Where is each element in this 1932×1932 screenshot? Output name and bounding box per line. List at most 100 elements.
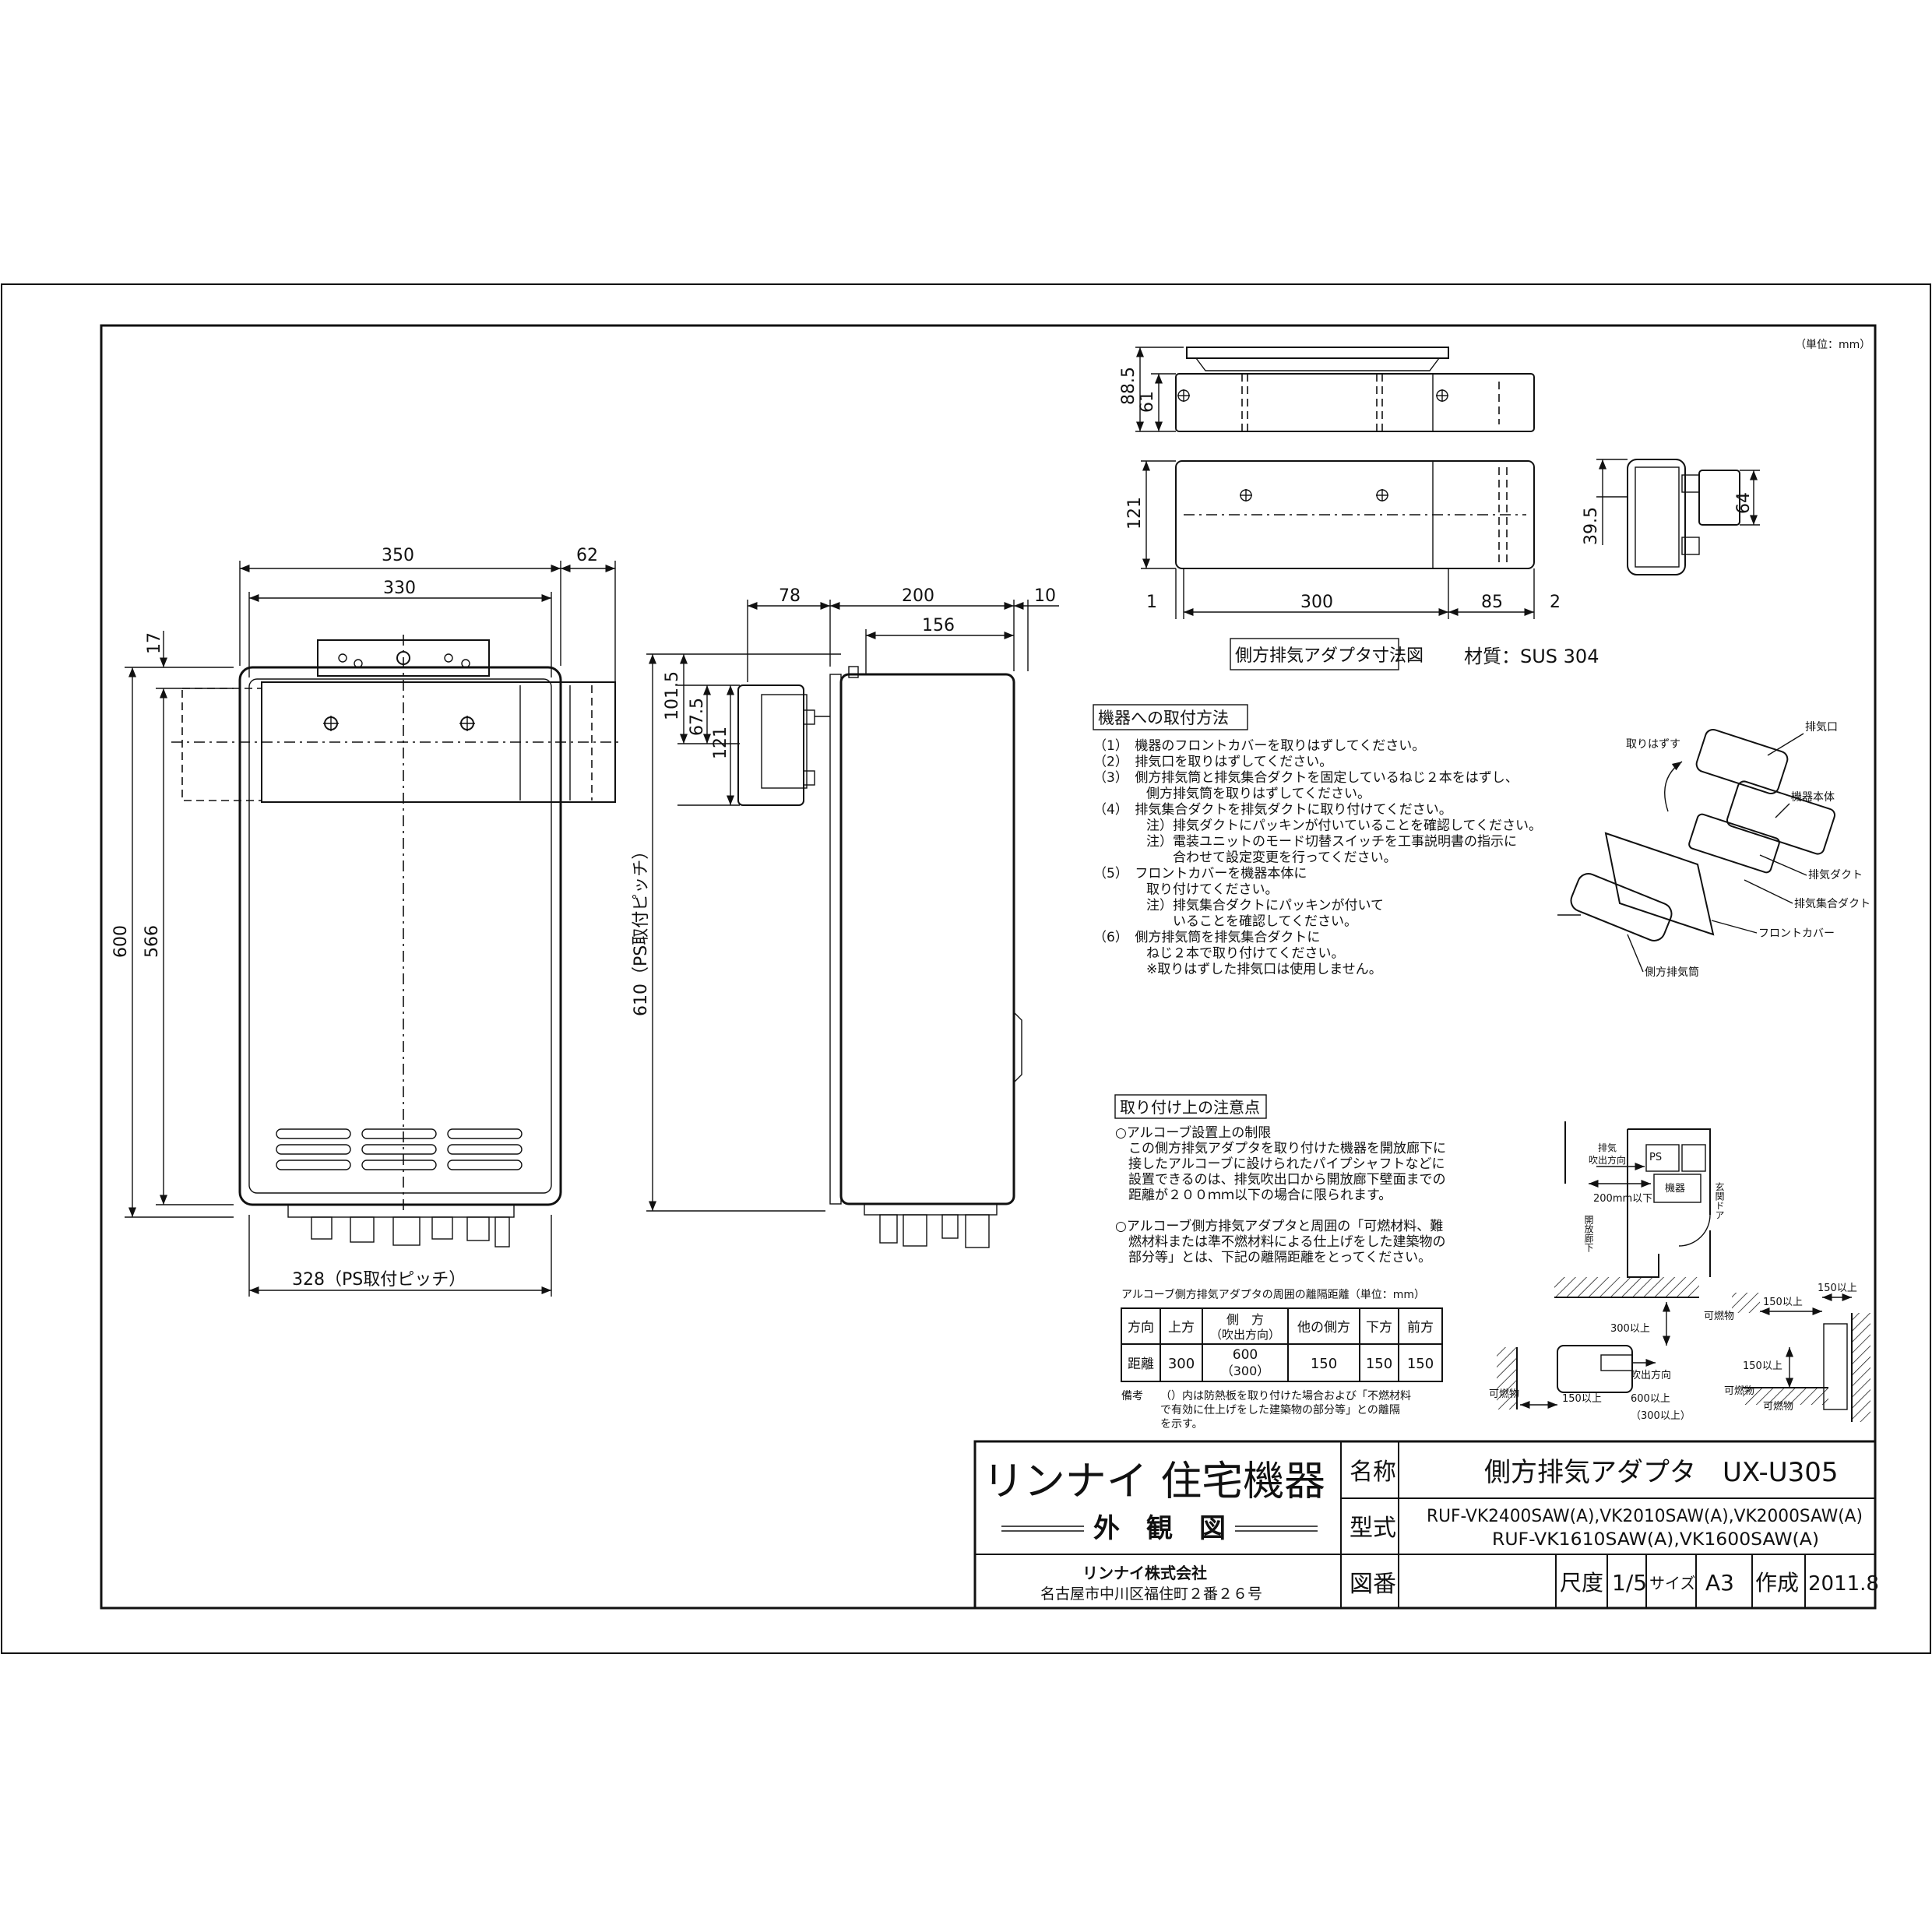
- name-value: 側方排気アダプタ UX-U305: [1484, 1457, 1839, 1488]
- install-line-12: いることを確認してください。: [1093, 914, 1357, 930]
- separation-table: 方向 上方 側 方 （吹出方向） 他の側方 下方 前方 距離 300 600 （…: [1121, 1307, 1443, 1382]
- adapter-dim-2: 2: [1550, 593, 1561, 612]
- table-caption: アルコーブ側方排気アダプタの周囲の離隔距離（単位：mm）: [1121, 1288, 1425, 1301]
- caution-line-3: 接したアルコーブに設けられたパイプシャフトなどに: [1115, 1156, 1445, 1172]
- sec-d300b: （300以上）: [1631, 1410, 1691, 1422]
- plan-dist-label: 200mm以下: [1593, 1193, 1652, 1205]
- install-line-14: ねじ２本で取り付けてください。: [1093, 946, 1345, 962]
- install-line-5: （4） 排気集合ダクトを排気ダクトに取り付けてください。: [1093, 802, 1452, 818]
- install-line-4: 側方排気筒を取りはずしてください。: [1093, 787, 1371, 802]
- install-lines: （1） 機器のフロントカバーを取りはずしてください。（2） 排気口を取りはずして…: [1093, 738, 1542, 977]
- sec-flam-2: 可燃物: [1704, 1310, 1734, 1322]
- company-name: リンナイ株式会社: [1082, 1564, 1207, 1582]
- table-header-side-sub: （吹出方向）: [1210, 1328, 1280, 1342]
- side-view: 78 200 10 156 101.5 67.5 121 610（PS取付ピッチ…: [632, 586, 1059, 1248]
- illus-exhaust-port-label: 排気口: [1805, 721, 1838, 734]
- table-header-side: 側 方: [1226, 1312, 1264, 1327]
- remark-line-3: を示す。: [1160, 1418, 1203, 1431]
- table-cell-front: 150: [1407, 1356, 1434, 1372]
- install-line-11: 注）排気集合ダクトにパッキンが付いて: [1093, 898, 1384, 913]
- size-label: サイズ: [1649, 1574, 1695, 1592]
- scale-value: 1/5: [1612, 1570, 1647, 1596]
- side-exhaust-pipe: [737, 684, 804, 806]
- caution-lines: ○アルコーブ設置上の制限 この側方排気アダプタを取り付けた機器を開放廊下に 接し…: [1115, 1124, 1446, 1265]
- illus-body-label: 機器本体: [1791, 791, 1835, 804]
- front-fittings: [287, 1204, 515, 1248]
- caution-line-1: ○アルコーブ設置上の制限: [1115, 1124, 1271, 1141]
- front-body: [238, 666, 562, 1206]
- side-dim-101-5: 101.5: [663, 671, 682, 720]
- caution-section: 取り付け上の注意点 ○アルコーブ設置上の制限 この側方排気アダプタを取り付けた機…: [1114, 1094, 1870, 1431]
- caution-line-7: ○アルコーブ側方排気アダプタと周囲の「可燃材料、難: [1115, 1218, 1443, 1234]
- plan-exhaust-label: 排気: [1598, 1142, 1617, 1153]
- table-cell-below: 150: [1366, 1356, 1392, 1372]
- remark-label: 備考: [1121, 1390, 1143, 1402]
- outer-border: [1, 283, 1931, 1654]
- table-header-direction: 方向: [1128, 1320, 1154, 1336]
- exploded-view-illustration: [1557, 728, 1836, 941]
- side-dim-10: 10: [1034, 586, 1056, 606]
- table-cell-side-sub: （300）: [1221, 1364, 1270, 1378]
- table-header-above: 上方: [1168, 1320, 1195, 1336]
- install-line-3: （3） 側方排気筒と排気集合ダクトを固定しているねじ２本をはずし、: [1093, 770, 1519, 786]
- adapter-dim-39-5: 39.5: [1582, 507, 1601, 545]
- adapter-title: 側方排気アダプタ寸法図: [1235, 646, 1423, 666]
- install-line-15: ※取りはずした排気口は使用しません。: [1093, 961, 1382, 977]
- install-line-6: 注）排気ダクトにパッキンが付いていることを確認してください。: [1093, 818, 1542, 834]
- illus-duct-label: 排気ダクト: [1808, 869, 1863, 882]
- side-dim-121: 121: [711, 727, 730, 759]
- side-dim-200: 200: [902, 586, 934, 606]
- plan-door-label: 玄関ドア: [1714, 1181, 1725, 1219]
- side-dim-610: 610（PS取付ピッチ）: [632, 843, 651, 1016]
- illus-side-pipe-label: 側方排気筒: [1645, 966, 1699, 979]
- illus-front-cover-label: フロントカバー: [1758, 927, 1835, 940]
- side-dim-78: 78: [779, 586, 801, 606]
- sec-d600: 600以上: [1631, 1393, 1670, 1405]
- model-line-2: RUF-VK1610SAW(A),VK1600SAW(A): [1492, 1530, 1819, 1550]
- plan-exhaust-dir-label: 吹出方向: [1589, 1154, 1626, 1166]
- model-label: 型式: [1350, 1515, 1396, 1542]
- sec-d150c: 150以上: [1743, 1360, 1782, 1372]
- install-line-8: 合わせて設定変更を行ってください。: [1093, 850, 1397, 866]
- install-line-2: （2） 排気口を取りはずしてください。: [1093, 755, 1332, 770]
- table-cell-other-side: 150: [1311, 1356, 1337, 1372]
- install-line-1: （1） 機器のフロントカバーを取りはずしてください。: [1093, 738, 1425, 754]
- install-line-13: （6） 側方排気筒を排気集合ダクトに: [1093, 930, 1320, 945]
- sec-flam-3: 可燃物: [1724, 1385, 1754, 1397]
- adapter-dim-88-5: 88.5: [1119, 367, 1138, 405]
- sec-flam-4: 可燃物: [1763, 1400, 1793, 1413]
- adapter-material: 材質：SUS 304: [1464, 646, 1599, 667]
- adapter-dim-64: 64: [1734, 492, 1754, 514]
- adapter-dim-1: 1: [1146, 593, 1157, 612]
- plan-ps-label: PS: [1649, 1152, 1662, 1163]
- table-header-other-side: 他の側方: [1297, 1320, 1350, 1336]
- install-line-7: 注）電装ユニットのモード切替スイッチを工事説明書の指示に: [1093, 834, 1517, 850]
- date-label: 作成: [1755, 1570, 1799, 1596]
- plan-corridor-label: 開放廊下: [1583, 1215, 1594, 1252]
- plan-device-label: 機器: [1665, 1183, 1685, 1195]
- adapter-dim-61: 61: [1138, 391, 1157, 413]
- scale-label: 尺度: [1560, 1570, 1603, 1596]
- caution-title: 取り付け上の注意点: [1120, 1098, 1260, 1117]
- front-dim-328: 328（PS取付ピッチ）: [292, 1270, 466, 1290]
- caution-line-8: 燃材料または準不燃材料による仕上げをした建築物の: [1115, 1234, 1446, 1250]
- side-body: [839, 673, 1015, 1205]
- clearance-section-diagrams: [1497, 1277, 1870, 1422]
- table-header-front: 前方: [1407, 1320, 1434, 1336]
- caution-line-5: 距離が２００ｍｍ以下の場合に限られます。: [1115, 1188, 1392, 1203]
- side-fittings: [864, 1203, 998, 1248]
- adapter-drawing: 88.5 61 121 300 85 1 2 39.5 64 側方排気ア: [1119, 347, 1760, 670]
- sec-outlet: 吹出方向: [1631, 1369, 1671, 1381]
- sec-flam-1: 可燃物: [1489, 1388, 1519, 1400]
- front-dim-17: 17: [145, 632, 164, 654]
- front-view: 350 62 330 600 566 17 328（PS取付ピッチ）: [111, 546, 623, 1297]
- date-value: 2011.8: [1808, 1572, 1879, 1596]
- side-dim-156: 156: [922, 616, 955, 635]
- table-cell-above: 300: [1168, 1356, 1195, 1372]
- remark-line-2: で有効に仕上げをした建築物の部分等」との離隔: [1160, 1403, 1400, 1416]
- install-line-10: 取り付けてください。: [1093, 882, 1279, 898]
- front-dim-566: 566: [143, 925, 162, 958]
- sec-d150d: 150以上: [1562, 1393, 1602, 1405]
- adapter-front-view: [1175, 460, 1535, 569]
